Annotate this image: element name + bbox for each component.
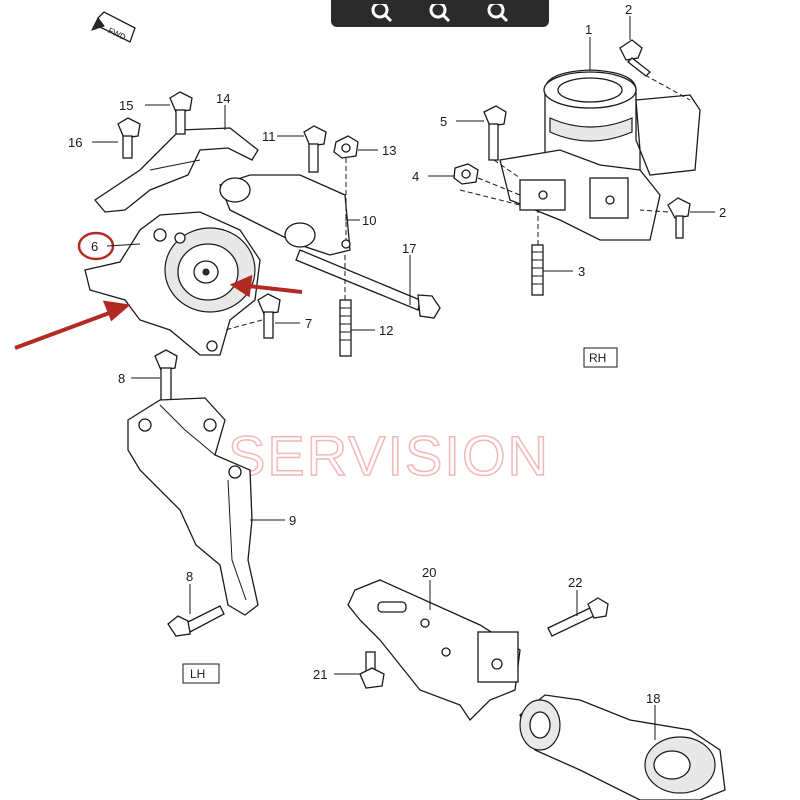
- callout-16: 16: [68, 135, 82, 150]
- callout-5: 5: [440, 114, 447, 129]
- callout-10: 10: [362, 213, 376, 228]
- rh-section-box: [583, 347, 618, 368]
- callout-3: 3: [578, 264, 585, 279]
- zoom-in-icon[interactable]: [425, 2, 455, 26]
- bolt-22: [547, 597, 609, 637]
- bolt-2-top: [619, 39, 651, 77]
- callout-6: 6: [91, 239, 98, 254]
- callout-12: 12: [379, 323, 393, 338]
- bolt-8-top: [154, 349, 178, 403]
- callout-13: 13: [382, 143, 396, 158]
- callout-1: 1: [585, 22, 592, 37]
- mount-6: [84, 211, 261, 356]
- callout-21: 21: [313, 667, 327, 682]
- rh-engine-mount: [499, 69, 701, 241]
- fwd-direction-arrow: FWD: [91, 11, 136, 43]
- callout-8-top: 8: [118, 371, 125, 386]
- zoom-out-icon[interactable]: [483, 2, 513, 26]
- callout-22: 22: [568, 575, 582, 590]
- zoom-toolbar: [331, 0, 549, 27]
- bracket-20: [347, 579, 521, 722]
- bracket-9: [127, 397, 259, 616]
- lh-section-label: LH: [190, 667, 205, 681]
- bracket-10: [219, 174, 351, 256]
- zoom-icon[interactable]: [367, 2, 397, 26]
- callout-14: 14: [216, 91, 230, 106]
- callout-9: 9: [289, 513, 296, 528]
- bolt-16: [117, 117, 141, 159]
- callout-11: 11: [262, 129, 276, 144]
- nut-13: [333, 135, 359, 159]
- lh-section-box: [182, 663, 220, 684]
- callout-17: 17: [402, 241, 416, 256]
- rh-section-label: RH: [589, 351, 606, 365]
- callout-2-right: 2: [719, 205, 726, 220]
- bolt-15: [169, 91, 193, 135]
- callout-20: 20: [422, 565, 436, 580]
- bolt-8-bottom: [167, 605, 225, 637]
- stud-3: [531, 244, 544, 296]
- rear-mount-18: [519, 694, 726, 800]
- callout-15: 15: [119, 98, 133, 113]
- bolt-21: [359, 651, 385, 689]
- highlight-arrow-left: [14, 300, 131, 350]
- callout-7: 7: [305, 316, 312, 331]
- bolt-7: [257, 293, 281, 339]
- bolt-2-right: [667, 197, 691, 239]
- stud-12: [339, 299, 352, 357]
- callout-18: 18: [646, 691, 660, 706]
- highlight-arrow-right: [229, 274, 303, 298]
- nut-4: [453, 163, 479, 185]
- bolt-5: [483, 105, 507, 161]
- callout-8-bottom: 8: [186, 569, 193, 584]
- bolt-17: [295, 249, 441, 319]
- bracket-14: [94, 127, 259, 213]
- bolt-11: [303, 125, 327, 173]
- leader-lines: [92, 16, 715, 740]
- callout-2-top: 2: [625, 2, 632, 17]
- callout-4: 4: [412, 169, 419, 184]
- watermark-text: SERVISION: [228, 424, 550, 487]
